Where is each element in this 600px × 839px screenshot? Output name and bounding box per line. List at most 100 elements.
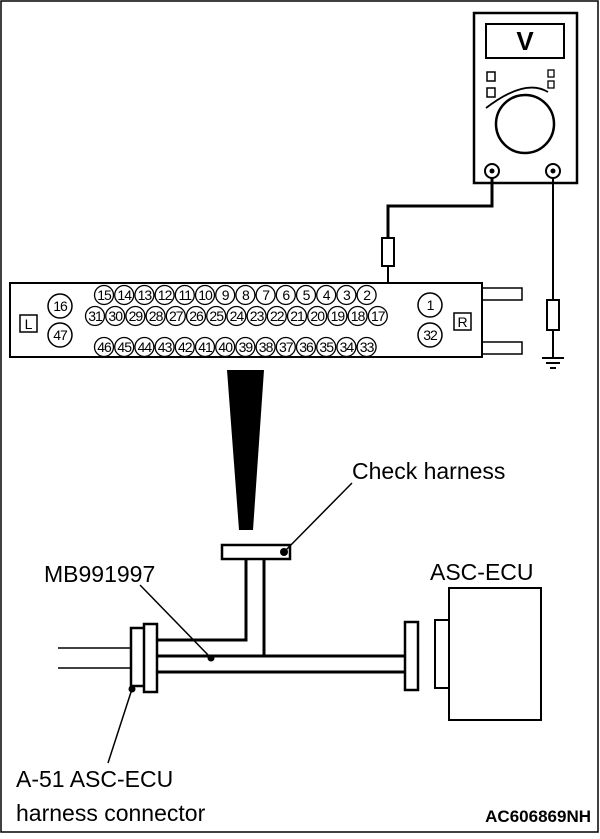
pin-circle — [47, 322, 73, 348]
left-tag: L — [25, 316, 33, 332]
pin-label: 44 — [138, 339, 153, 355]
pin-circle — [327, 305, 348, 327]
pin-label: 35 — [319, 339, 334, 355]
pin-circle — [93, 284, 115, 306]
pin-label: 25 — [209, 308, 224, 324]
right-plug-flange — [403, 620, 420, 692]
pin-circle — [194, 284, 216, 306]
pin-circle — [235, 336, 256, 358]
connector-tab-bottom — [481, 341, 523, 355]
ecu-box — [448, 587, 542, 721]
ecu-socket — [434, 619, 450, 689]
harness-connector-label-line2: harness connector — [16, 800, 206, 826]
pin-label: 2 — [363, 287, 371, 303]
pin-circle — [266, 305, 287, 327]
pin-label: 1 — [427, 297, 435, 313]
pin-circle — [165, 305, 186, 327]
pin-circle — [226, 305, 247, 327]
figure-code: AC606869NH — [485, 807, 591, 826]
pin-label: 24 — [230, 308, 245, 324]
pin-label: 45 — [117, 339, 132, 355]
pin-circle — [286, 305, 308, 327]
leader-line — [107, 688, 133, 764]
pin-circle — [134, 336, 155, 358]
right-tag-box — [453, 312, 472, 331]
pin-label: 21 — [290, 308, 305, 324]
pin-label: 47 — [53, 327, 68, 343]
mode-button — [547, 80, 555, 89]
pin-label: 30 — [108, 308, 123, 324]
pin-label: 8 — [242, 287, 250, 303]
mode-button — [547, 69, 555, 78]
check-harness-tool — [58, 543, 420, 694]
pin-circle — [307, 305, 328, 327]
probe-handle-positive — [381, 237, 395, 267]
pin-circle — [125, 305, 146, 327]
pin-label: 43 — [158, 339, 173, 355]
pin-circle — [47, 293, 73, 319]
asc-ecu-unit — [434, 587, 542, 721]
pin-circle — [194, 336, 216, 358]
pin-circle — [215, 284, 236, 306]
pin-circle — [356, 284, 377, 306]
pin-circle — [174, 284, 195, 306]
connector-tab-top — [481, 287, 523, 301]
mode-button — [486, 87, 496, 98]
ground-icon — [542, 357, 564, 369]
probe-lead-positive — [386, 178, 494, 238]
pin-circle — [235, 284, 256, 306]
pin-circle — [206, 305, 227, 327]
scale-arc — [485, 86, 549, 109]
pin-circle — [316, 336, 337, 358]
pin-label: 5 — [303, 287, 311, 303]
test-leads — [381, 178, 560, 358]
pin-label: 11 — [179, 287, 193, 303]
pin-circle — [185, 305, 207, 327]
mode-button — [486, 71, 496, 82]
ecu-label: ASC-ECU — [430, 559, 534, 585]
pin-circle — [295, 336, 317, 358]
leader-line — [139, 584, 212, 659]
pin-label: 4 — [323, 287, 331, 303]
pin-label: 14 — [117, 287, 132, 303]
pin-circle — [255, 336, 276, 358]
pin-circle — [275, 284, 296, 306]
arrow-down-icon — [227, 370, 264, 530]
pin-label: 15 — [97, 287, 112, 303]
pin-label: 40 — [218, 339, 233, 355]
pin-label: 7 — [262, 287, 270, 303]
pin-circle — [246, 305, 267, 327]
pin-circle — [275, 336, 296, 358]
pin-label: 12 — [158, 287, 173, 303]
harness-connector-label-line1: A-51 ASC-ECU — [16, 766, 173, 792]
pin-circle — [316, 284, 337, 306]
pin-label: 29 — [129, 308, 144, 324]
tool-number-label: MB991997 — [44, 561, 155, 587]
pin-circle — [417, 322, 443, 348]
pin-circle — [336, 284, 357, 306]
pin-circle — [114, 336, 135, 358]
voltmeter-symbol: V — [516, 26, 534, 56]
pin-label: 27 — [169, 308, 184, 324]
pin-label: 17 — [371, 308, 386, 324]
right-tag: R — [457, 314, 467, 330]
pin-circle — [215, 336, 236, 358]
pin-label: 16 — [53, 298, 68, 314]
pin-circle — [174, 336, 195, 358]
pin-label: 26 — [189, 308, 204, 324]
pin-label: 32 — [423, 327, 438, 343]
pin-label: 20 — [310, 308, 325, 324]
probe-handle-ground — [546, 299, 560, 331]
pin-circle — [295, 284, 317, 306]
pin-label: 22 — [270, 308, 285, 324]
pin-label: 36 — [299, 339, 314, 355]
pin-circle — [347, 305, 368, 327]
pin-label: 46 — [97, 339, 112, 355]
pin-label: 23 — [250, 308, 265, 324]
rotary-dial — [494, 93, 556, 155]
pin-circle — [105, 305, 126, 327]
